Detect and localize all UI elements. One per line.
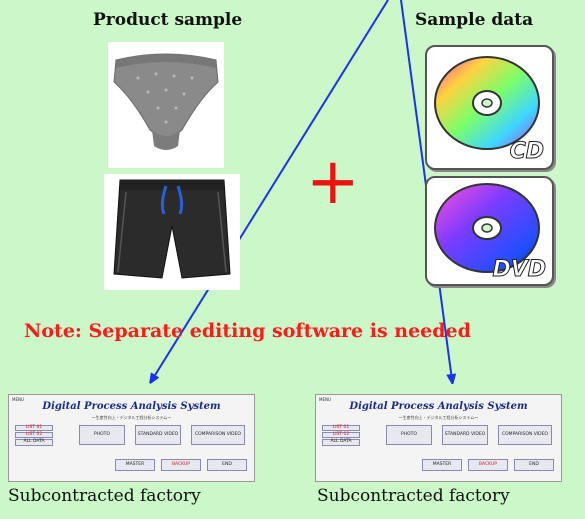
- cd-label: CD: [509, 139, 544, 165]
- comparison-video-button[interactable]: COMPARISON VIDEO: [191, 425, 245, 445]
- end-button[interactable]: END: [514, 459, 554, 471]
- standard-video-button[interactable]: STANDARD VIDEO: [135, 425, 181, 445]
- backup-button[interactable]: BACKUP: [161, 459, 201, 471]
- list-01-button[interactable]: LIST 01: [322, 425, 360, 431]
- screen-subtitle: ～生産性向上・デジタル工程分析システム～: [398, 415, 479, 420]
- backup-button[interactable]: BACKUP: [468, 459, 508, 471]
- product-sample-heading: Product sample: [93, 10, 243, 30]
- left-screen-thumbnail: MENU Digital Process Analysis System ～生産…: [8, 394, 255, 482]
- screen-title: Digital Process Analysis System: [349, 401, 528, 412]
- list-02-button[interactable]: LIST 02: [15, 432, 53, 438]
- arrow-to-right-factory: [400, 0, 452, 380]
- all-data-button[interactable]: ALL DATA: [322, 439, 360, 446]
- end-button[interactable]: END: [207, 459, 247, 471]
- list-02-button[interactable]: LIST 02: [322, 432, 360, 438]
- standard-video-button[interactable]: STANDARD VIDEO: [442, 425, 488, 445]
- dvd-icon: [434, 183, 540, 273]
- right-screen-thumbnail: MENU Digital Process Analysis System ～生産…: [315, 394, 562, 482]
- cd-card: CD: [425, 45, 554, 170]
- shorts-icon: [113, 179, 231, 279]
- screen-menu-label: MENU: [12, 397, 24, 402]
- dvd-card: DVD: [425, 176, 554, 286]
- master-button[interactable]: MASTER: [115, 459, 155, 471]
- comparison-video-button[interactable]: COMPARISON VIDEO: [498, 425, 552, 445]
- left-factory-caption: Subcontracted factory: [8, 486, 201, 506]
- dvd-label: DVD: [492, 257, 547, 283]
- arrow-to-left-factory: [152, 0, 389, 380]
- list-01-button[interactable]: LIST 01: [15, 425, 53, 431]
- photo-button[interactable]: PHOTO: [79, 425, 125, 445]
- screen-subtitle: ～生産性向上・デジタル工程分析システム～: [91, 415, 172, 420]
- note-text: Note: Separate editing software is neede…: [24, 320, 471, 342]
- sample-data-heading: Sample data: [415, 10, 534, 30]
- plus-sign: +: [306, 145, 360, 219]
- all-data-button[interactable]: ALL DATA: [15, 439, 53, 446]
- cd-icon: [434, 56, 540, 150]
- right-factory-caption: Subcontracted factory: [317, 486, 510, 506]
- master-button[interactable]: MASTER: [422, 459, 462, 471]
- briefs-photo: [108, 42, 224, 168]
- photo-button[interactable]: PHOTO: [386, 425, 432, 445]
- shorts-photo: [104, 174, 240, 290]
- screen-title: Digital Process Analysis System: [42, 401, 221, 412]
- screen-menu-label: MENU: [319, 397, 331, 402]
- briefs-icon: [113, 53, 219, 150]
